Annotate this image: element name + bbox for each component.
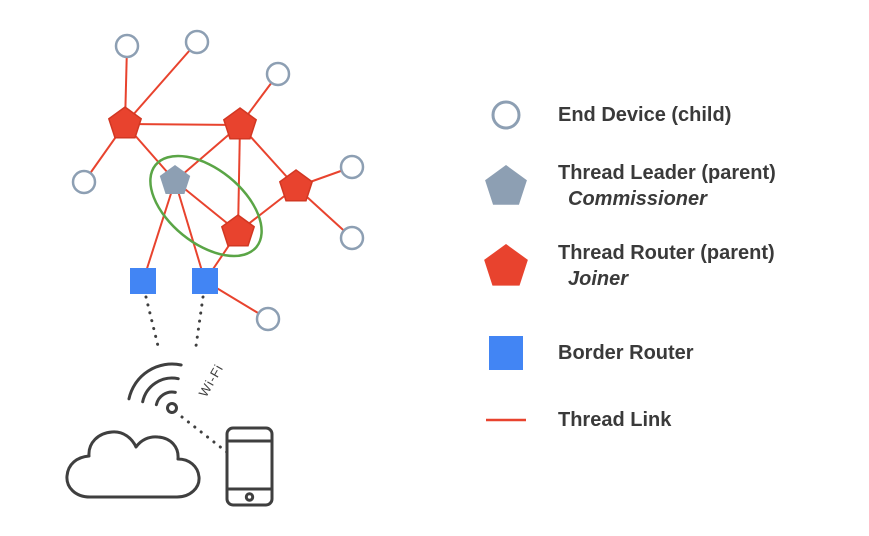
smartphone-icon: [225, 426, 274, 507]
legend-label: Thread Link: [558, 409, 672, 431]
end-device-node: [71, 169, 97, 195]
legend-sublabel: Joiner: [568, 268, 629, 290]
thread-router-icon: [470, 243, 542, 289]
end-device-node: [255, 306, 281, 332]
legend-item-thread-router: Thread Router (parent) Joiner: [470, 238, 775, 294]
nodes-layer: [71, 29, 365, 332]
legend-label: End Device (child): [558, 104, 732, 126]
cloud-icon: [65, 430, 201, 499]
legend-label: Border Router: [558, 342, 694, 364]
thread-router-node: [107, 106, 143, 139]
end-device-node: [339, 154, 365, 180]
border-router-node: [130, 268, 156, 294]
thread-leader-icon: [470, 164, 542, 208]
end-device-node: [184, 29, 210, 55]
end-device-icon: [470, 98, 542, 132]
commissioning-highlight-ellipse: [149, 154, 263, 258]
thread-links-layer: [83, 41, 353, 455]
thread-router-node: [222, 107, 258, 140]
legend-label: Thread Router (parent): [558, 242, 775, 264]
wireless-link-line: [180, 415, 230, 455]
border-router-icon: [470, 336, 542, 370]
legend-item-border-router: Border Router: [470, 333, 694, 373]
thread-link-icon: [470, 416, 542, 424]
thread-link-line: [237, 124, 241, 233]
wireless-link-line: [194, 295, 205, 348]
thread-leader-node: [159, 165, 191, 194]
end-device-node: [265, 61, 291, 87]
thread-link-line: [142, 180, 176, 282]
thread-link-line: [124, 123, 241, 126]
legend-sublabel: Commissioner: [568, 188, 707, 210]
wireless-link-line: [144, 295, 160, 348]
wifi-icon: Wi-Fi: [127, 361, 227, 414]
end-device-node: [114, 33, 140, 59]
legend-label: Thread Leader (parent): [558, 162, 776, 184]
highlight-layer: [149, 154, 263, 258]
thread-router-node: [278, 169, 314, 202]
border-router-node: [192, 268, 218, 294]
legend-item-thread-leader: Thread Leader (parent) Commissioner: [470, 158, 776, 214]
thread-link-line: [174, 180, 206, 282]
legend: End Device (child) Thread Leader (parent…: [470, 0, 865, 536]
end-device-node: [339, 225, 365, 251]
thread-router-node: [220, 214, 256, 247]
wifi-label: Wi-Fi: [196, 361, 227, 399]
thread-link-line: [124, 41, 198, 125]
legend-item-thread-link: Thread Link: [470, 402, 671, 438]
legend-item-end-device: End Device (child): [470, 95, 731, 135]
